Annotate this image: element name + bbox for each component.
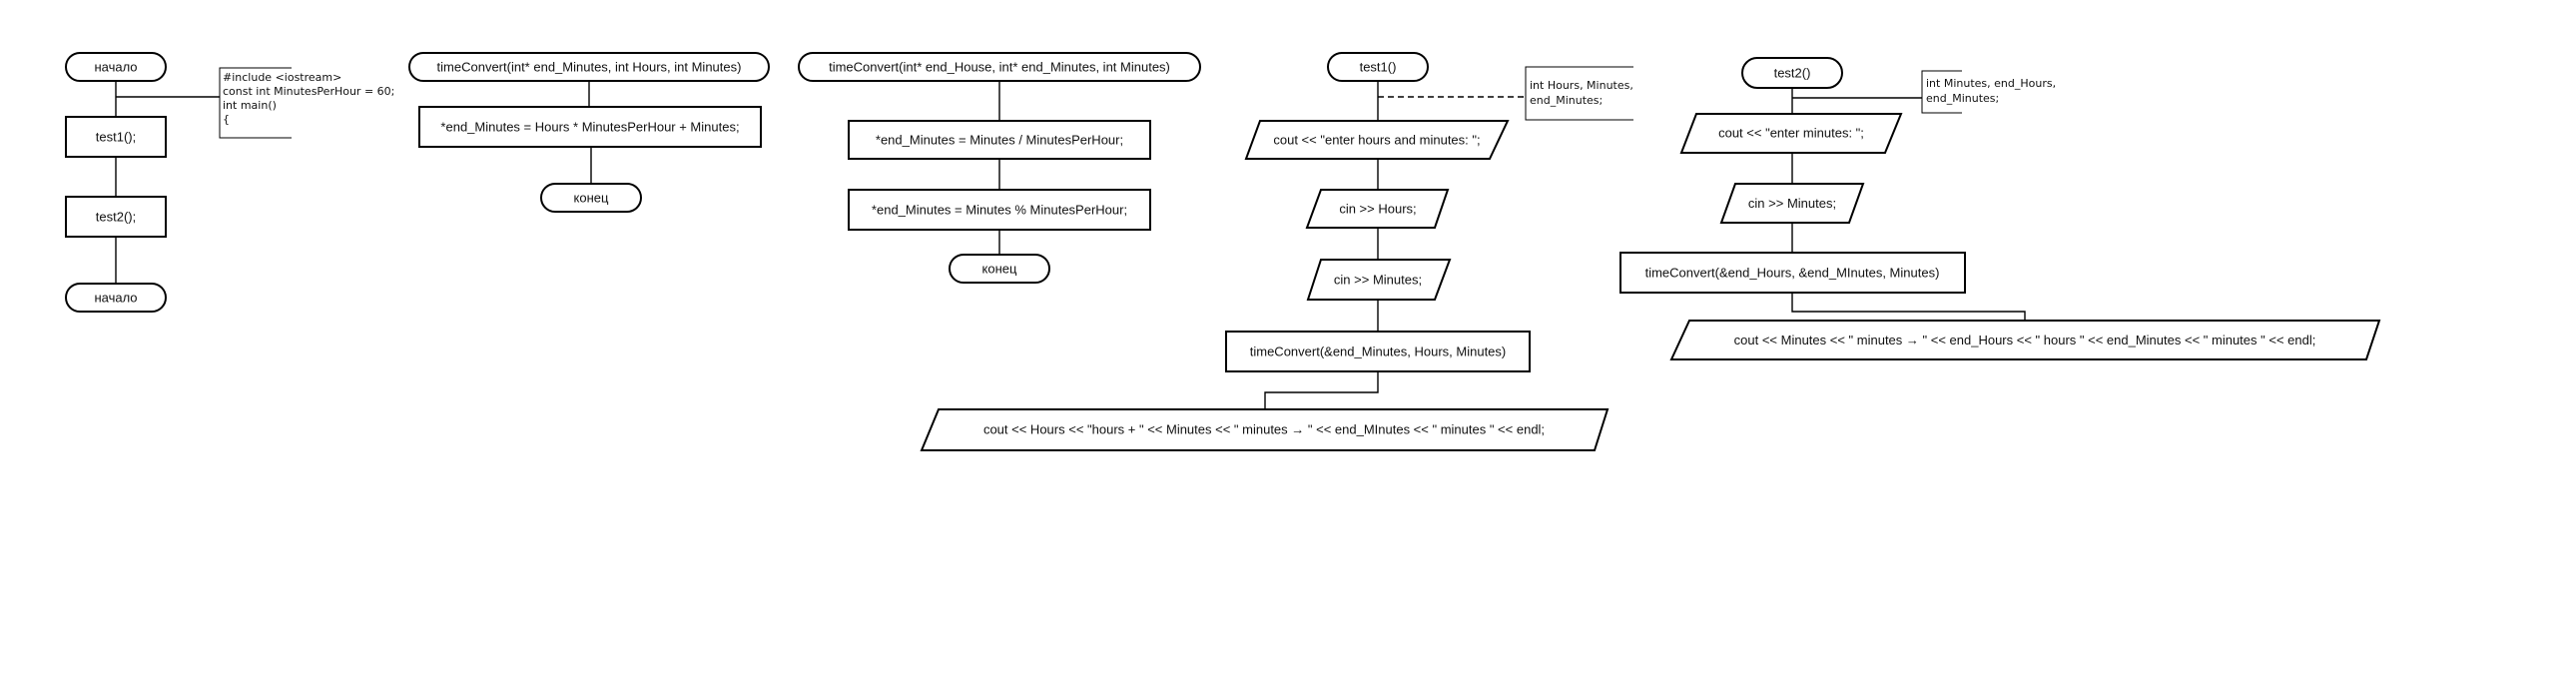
fn2-header-label: timeConvert(int* end_House, int* end_Min… (829, 60, 1170, 75)
test2-note-line-1: int Minutes, end_Hours, (1926, 77, 2056, 90)
test2-prompt-label: cout << "enter minutes: "; (1718, 126, 1864, 141)
test1-note-line-2: end_Minutes; (1530, 94, 1603, 107)
test2-header-label: test2() (1774, 66, 1811, 81)
main-start-label: начало (94, 60, 137, 75)
main-note-line-1: #include <iostream> (223, 71, 341, 84)
test1-prompt-io[interactable] (1244, 120, 1510, 160)
test2-note-line-2: end_Minutes; (1926, 92, 1999, 105)
test2-flow: test2() int Minutes, end_Hours, end_Minu… (1619, 57, 2381, 360)
test2-read-minutes-label: cin >> Minutes; (1748, 196, 1836, 211)
main-note-line-4: { (223, 113, 230, 126)
fn2-step2-label: *end_Minutes = Minutes % MinutesPerHour; (872, 203, 1127, 218)
main-note-line-3: int main() (223, 99, 277, 112)
fn2-step1-box[interactable] (848, 120, 1151, 160)
test2-call-label: timeConvert(&end_Hours, &end_MInutes, Mi… (1645, 266, 1940, 281)
fn1-end-label: конец (574, 191, 609, 206)
fn1-end-terminal[interactable] (540, 183, 642, 213)
test1-call-box[interactable] (1225, 331, 1531, 372)
test1-note-line-1: int Hours, Minutes, (1530, 79, 1633, 92)
test1-connector-5 (1264, 371, 1379, 409)
fn2-step2-box[interactable] (848, 189, 1151, 231)
test2-call-box[interactable] (1619, 252, 1966, 294)
test2-note-bracket (1921, 70, 1962, 114)
test1-read-hours-label: cin >> Hours; (1339, 202, 1416, 217)
function1-flow: timeConvert(int* end_Minutes, int Hours,… (408, 52, 770, 213)
main-note-line-2: const int MinutesPerHour = 60; (223, 85, 394, 98)
main-call-test1-label: test1(); (96, 130, 136, 145)
test1-prompt-label: cout << "enter hours and minutes: "; (1273, 133, 1480, 148)
main-flow: начало #include <iostream> const int Min… (65, 52, 394, 313)
main-call-test2-label: test2(); (96, 210, 136, 225)
test1-output-io[interactable] (920, 408, 1610, 451)
fn1-header-label: timeConvert(int* end_Minutes, int Hours,… (437, 60, 742, 75)
test1-output-label: cout << Hours << "hours + " << Minutes <… (983, 422, 1545, 437)
function2-flow: timeConvert(int* end_House, int* end_Min… (798, 52, 1201, 284)
test1-read-minutes-io[interactable] (1306, 259, 1452, 301)
test2-prompt-io[interactable] (1679, 113, 1903, 154)
test1-flow: test1() int Hours, Minutes, end_Minutes;… (920, 52, 1633, 451)
test1-read-hours-io[interactable] (1305, 189, 1450, 229)
fn1-step1-box[interactable] (418, 106, 762, 148)
main-end-label: начало (94, 291, 137, 306)
test1-read-minutes-label: cin >> Minutes; (1334, 273, 1422, 288)
main-note-bracket (219, 67, 292, 139)
fn2-end-label: конец (982, 262, 1017, 277)
test1-note-bracket (1525, 66, 1633, 121)
test2-connector-4 (1791, 293, 2026, 321)
fn1-step1-label: *end_Minutes = Hours * MinutesPerHour + … (440, 120, 739, 135)
main-call-test2-box[interactable] (65, 196, 167, 238)
test2-output-label: cout << Minutes << " minutes → " << end_… (1734, 333, 2316, 347)
test2-read-minutes-io[interactable] (1719, 183, 1865, 224)
test1-header-label: test1() (1360, 60, 1397, 75)
main-end-terminal[interactable] (65, 283, 167, 313)
fn2-end-terminal[interactable] (949, 254, 1050, 284)
test2-output-io[interactable] (1669, 320, 2381, 360)
test1-call-label: timeConvert(&end_Minutes, Hours, Minutes… (1250, 344, 1507, 359)
fn2-step1-label: *end_Minutes = Minutes / MinutesPerHour; (876, 133, 1123, 148)
